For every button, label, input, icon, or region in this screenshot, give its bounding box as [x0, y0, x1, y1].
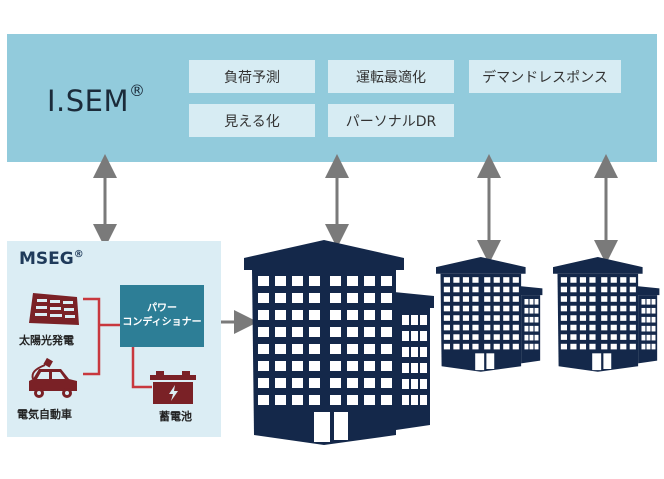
mseg-title: MSEG® — [19, 249, 84, 269]
ev-label: 電気自動車 — [17, 408, 72, 421]
feature-load-forecast: 負荷予測 — [189, 60, 315, 93]
electric-vehicle-icon — [29, 357, 77, 398]
solar-label: 太陽光発電 — [19, 334, 74, 347]
feature-personal-dr: パーソナルDR — [328, 104, 454, 137]
building-icon-large — [244, 240, 434, 445]
building-icon-3 — [553, 257, 660, 372]
mseg-panel: MSEG® 太陽光発電 電気自動車 パワー コンディショナー — [7, 241, 221, 437]
wiring — [83, 297, 152, 389]
solar-panel-icon — [29, 293, 79, 325]
building-icon-2 — [436, 257, 543, 372]
battery-label: 蓄電池 — [159, 410, 192, 423]
feature-operation-optimization: 運転最適化 — [328, 60, 454, 93]
battery-icon — [150, 371, 196, 404]
feature-visualization: 見える化 — [189, 104, 315, 137]
isem-panel: I.SEM® 負荷予測 運転最適化 デマンドレスポンス 見える化 パーソナルDR — [7, 34, 657, 162]
isem-title: I.SEM® — [47, 81, 146, 118]
power-conditioner: パワー コンディショナー — [120, 285, 204, 347]
feature-demand-response: デマンドレスポンス — [469, 60, 621, 93]
